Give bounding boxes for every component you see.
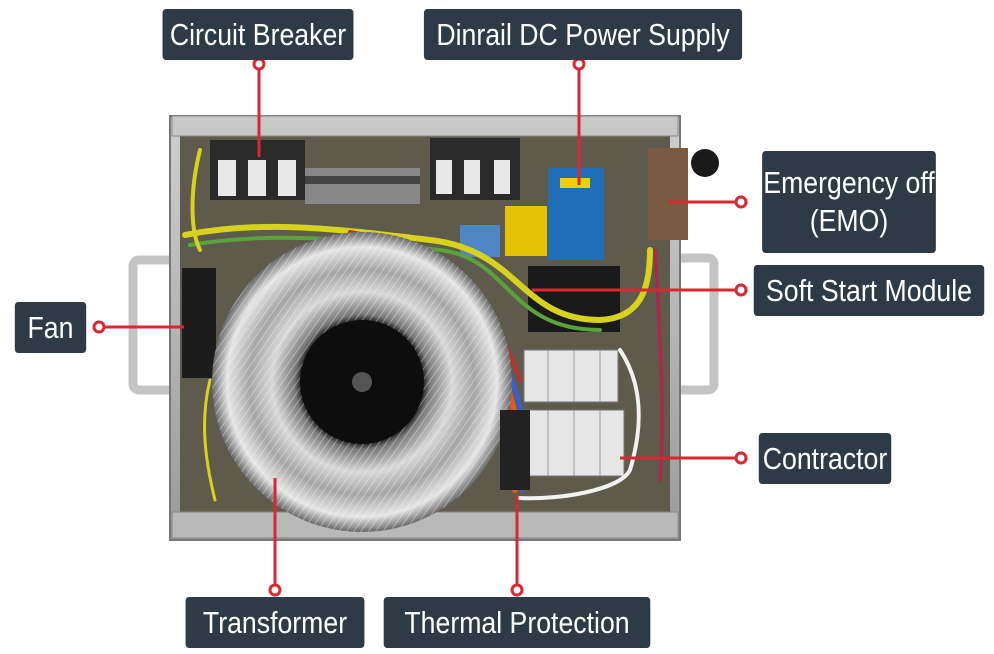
leader-dot-circuit-breaker (252, 57, 266, 71)
label-contractor-text: Contractor (762, 440, 888, 476)
label-transformer-text: Transformer (202, 604, 348, 640)
leader-dot-dc-power-supply (572, 57, 586, 71)
label-fan-text: Fan (27, 309, 74, 345)
label-circuit-breaker: Circuit Breaker (162, 9, 354, 60)
toroidal-transformer (212, 232, 512, 532)
leader-dot-transformer (268, 583, 282, 597)
terminal-block (305, 168, 420, 204)
fan (182, 268, 216, 378)
label-emergency-off-line1: Emergency off (763, 165, 935, 200)
contactor-block (523, 349, 625, 477)
label-transformer: Transformer (185, 597, 365, 648)
label-emergency-off-line2: (EMO) (809, 203, 889, 238)
leader-dot-contractor (734, 451, 748, 465)
dc-power-supply (548, 168, 604, 260)
leader-dot-fan (92, 320, 106, 334)
leader-lines (92, 57, 748, 597)
label-dc-power-supply: Dinrail DC Power Supply (423, 9, 743, 60)
thermal-protection-device (500, 410, 530, 490)
label-fan: Fan (14, 302, 87, 353)
label-thermal-protection-text: Thermal Protection (404, 604, 630, 640)
leader-dot-thermal-protection (510, 583, 524, 597)
leader-dot-emergency-off (734, 195, 748, 209)
label-soft-start-module-text: Soft Start Module (766, 272, 972, 308)
circuit-breaker-bank (210, 138, 520, 200)
label-emergency-off: Emergency off (EMO) (762, 151, 936, 253)
leader-dot-soft-start (734, 283, 748, 297)
emergency-off-switch (648, 148, 719, 240)
label-dc-power-supply-text: Dinrail DC Power Supply (436, 16, 730, 52)
label-circuit-breaker-text: Circuit Breaker (169, 16, 347, 52)
label-soft-start-module: Soft Start Module (753, 265, 985, 316)
label-contractor: Contractor (758, 433, 892, 484)
label-thermal-protection: Thermal Protection (383, 597, 651, 648)
